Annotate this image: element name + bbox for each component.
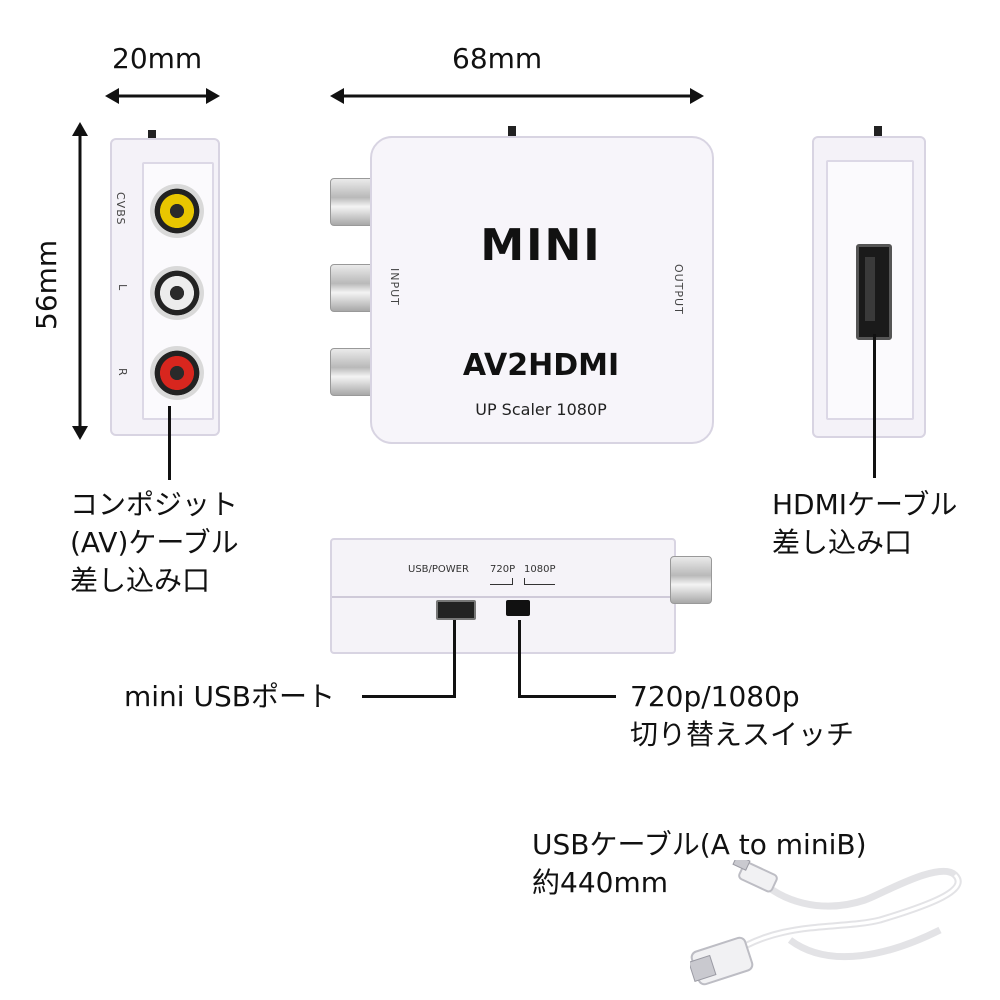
switch-leader-h bbox=[518, 695, 616, 698]
usb-power-label: USB/POWER bbox=[408, 564, 469, 575]
hdmi-port-slot bbox=[865, 257, 875, 321]
composite-leader bbox=[168, 406, 171, 480]
switch-leader-v bbox=[518, 620, 521, 698]
usb-a-plug bbox=[690, 936, 754, 986]
switch-callout: 720p/1080p 切り替えスイッチ bbox=[630, 680, 855, 751]
hdmi-callout: HDMIケーブル 差し込み口 bbox=[772, 488, 958, 559]
usb-leader-h bbox=[362, 695, 456, 698]
label-cvbs: CVBS bbox=[114, 192, 127, 226]
usb-leader-v bbox=[453, 620, 456, 698]
label-l: L bbox=[116, 284, 129, 292]
input-label: INPUT bbox=[388, 268, 401, 306]
input-jack-1[interactable] bbox=[330, 178, 376, 226]
top-body: INPUT OUTPUT MINI AV2HDMI UP Scaler 1080… bbox=[370, 136, 714, 444]
hdmi-leader bbox=[873, 334, 876, 478]
width-arrow bbox=[105, 88, 220, 104]
usb-cable-image bbox=[690, 860, 962, 986]
side-view-hdmi bbox=[812, 126, 926, 438]
switch-bracket-right bbox=[524, 578, 555, 585]
mini-b-plug bbox=[732, 860, 778, 893]
top-tab bbox=[508, 126, 516, 136]
usb-port-callout: mini USBポート bbox=[124, 680, 335, 713]
cvbs-jack[interactable] bbox=[150, 184, 204, 238]
hdmi-side-tab bbox=[874, 126, 882, 136]
label-r: R bbox=[116, 368, 129, 377]
brand-sub: UP Scaler 1080P bbox=[475, 400, 607, 419]
hdmi-port[interactable] bbox=[856, 244, 892, 340]
brand-mini: MINI bbox=[480, 220, 602, 271]
cable-callout: USBケーブル(A to miniB) 約440mm bbox=[532, 828, 867, 899]
top-view: INPUT OUTPUT MINI AV2HDMI UP Scaler 1080… bbox=[330, 126, 715, 446]
brand-main: AV2HDMI bbox=[462, 348, 620, 383]
audio-r-jack[interactable] bbox=[150, 346, 204, 400]
composite-callout: コンポジット (AV)ケーブル 差し込み口 bbox=[70, 488, 239, 597]
audio-l-jack[interactable] bbox=[150, 266, 204, 320]
mini-usb-port[interactable] bbox=[436, 600, 476, 620]
side-view-av: CVBS L R bbox=[110, 130, 220, 436]
length-label: 68mm bbox=[452, 42, 543, 75]
width-label: 20mm bbox=[112, 42, 203, 75]
opt-720-label: 720P bbox=[490, 564, 516, 575]
side-tab bbox=[148, 130, 156, 138]
rear-rca-jack[interactable] bbox=[670, 556, 712, 604]
switch-bracket-left bbox=[490, 578, 513, 585]
length-arrow bbox=[330, 88, 704, 104]
input-jack-2[interactable] bbox=[330, 264, 376, 312]
rear-seam bbox=[332, 596, 672, 598]
input-jack-3[interactable] bbox=[330, 348, 376, 396]
opt-1080-label: 1080P bbox=[524, 564, 556, 575]
resolution-switch[interactable] bbox=[506, 600, 530, 616]
output-label: OUTPUT bbox=[672, 264, 685, 315]
height-label: 56mm bbox=[30, 239, 63, 330]
rear-view: USB/POWER 720P 1080P bbox=[330, 538, 715, 654]
height-arrow bbox=[72, 122, 88, 440]
